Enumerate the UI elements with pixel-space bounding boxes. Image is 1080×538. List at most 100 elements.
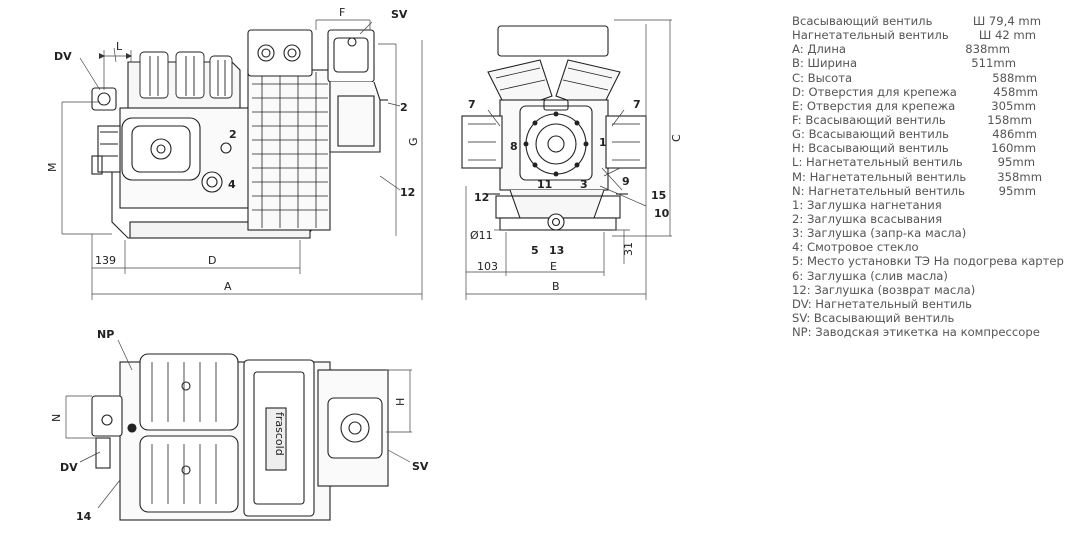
legend-value: 511mm xyxy=(971,56,1016,71)
legend-key: DV: Нагнетательный вентиль xyxy=(792,296,972,311)
legend-key: M: Нагнетательный вентиль xyxy=(792,169,967,184)
top-view-labels: NP N H DV SV 14 frascold xyxy=(50,328,429,523)
legend-row: A: Длина 838mm xyxy=(792,42,1078,56)
marker-15: 15 xyxy=(651,189,666,202)
legend-key: 6: Заглушка (слив масла) xyxy=(792,268,948,283)
legend-row: 5: Место установки ТЭ На подогрева карте… xyxy=(792,254,1078,268)
legend-row: 2: Заглушка всасывания xyxy=(792,212,1078,226)
legend-key: 1: Заглушка нагнетания xyxy=(792,197,942,212)
legend-key: D: Отверстия для крепежа xyxy=(792,84,957,99)
legend-row: 4: Смотровое стекло xyxy=(792,240,1078,254)
dim-m-label: M xyxy=(46,163,59,173)
legend-value: 486mm xyxy=(992,127,1037,142)
legend-row: M: Нагнетательный вентиль 358mm xyxy=(792,170,1078,184)
marker-4-side: 4 xyxy=(228,178,236,191)
legend-value: 588mm xyxy=(992,70,1037,85)
legend-key: C: Высота xyxy=(792,70,853,85)
dim-103-label: 103 xyxy=(477,260,498,273)
dim-e-label: E xyxy=(550,260,557,273)
brand-mark: frascold xyxy=(273,412,286,456)
legend-value: 305mm xyxy=(991,98,1036,113)
side-view-labels: DV L F SV M G 139 D A 2 2 4 12 xyxy=(46,6,420,293)
legend-key: NP: Заводская этикетка на компрессоре xyxy=(792,325,1040,340)
legend-value: 158mm xyxy=(987,112,1032,127)
legend-row: G: Всасывающий вентиль 486mm xyxy=(792,127,1078,141)
legend-key: Всасывающий вентиль xyxy=(792,14,933,28)
marker-13: 13 xyxy=(549,244,564,257)
dim-31-label: 31 xyxy=(622,242,635,256)
legend-value: 160mm xyxy=(991,141,1036,156)
legend-row: SV: Всасывающий вентиль xyxy=(792,311,1078,325)
dv-label-top: DV xyxy=(60,461,78,474)
legend-row: NP: Заводская этикетка на компрессоре xyxy=(792,325,1078,339)
dim-139-label: 139 xyxy=(95,254,116,267)
marker-10: 10 xyxy=(654,207,670,220)
legend-row: B: Ширина 511mm xyxy=(792,56,1078,70)
legend-value: Ш 42 mm xyxy=(978,28,1036,43)
marker-11: 11 xyxy=(537,178,552,191)
legend-key: L: Нагнетательный вентиль xyxy=(792,155,963,170)
dim-h-label: H xyxy=(394,398,407,406)
marker-9: 9 xyxy=(622,175,630,188)
compressor-technical-drawing: DV L F SV M G 139 D A 2 2 4 12 xyxy=(46,6,683,523)
dim-f-label: F xyxy=(339,6,345,19)
top-view xyxy=(91,353,389,521)
dim-b-label: B xyxy=(552,280,560,293)
dim-a-label: A xyxy=(224,280,232,293)
marker-7-right: 7 xyxy=(633,98,641,111)
legend-key: N: Нагнетательный вентиль xyxy=(792,183,965,198)
marker-12-side: 12 xyxy=(400,186,415,199)
legend-key: G: Всасывающий вентиль xyxy=(792,127,949,142)
marker-14: 14 xyxy=(76,510,92,523)
legend-key: 4: Смотровое стекло xyxy=(792,240,919,255)
sv-label-top: SV xyxy=(412,460,429,473)
dim-g-label: G xyxy=(407,137,420,146)
legend-value: 358mm xyxy=(997,169,1042,184)
legend-value: 838mm xyxy=(965,42,1010,57)
legend-row: 6: Заглушка (слив масла) xyxy=(792,269,1078,283)
dim-c-label: C xyxy=(670,134,683,142)
legend-row: F: Всасывающий вентиль 158mm xyxy=(792,113,1078,127)
marker-2-side: 2 xyxy=(229,128,237,141)
legend-row: Всасывающий вентиль Ш 79,4 mm xyxy=(792,14,1078,28)
legend-row: 3: Заглушка (запр-ка масла) xyxy=(792,226,1078,240)
legend-value: 458mm xyxy=(993,84,1038,99)
legend-key: SV: Всасывающий вентиль xyxy=(792,310,955,325)
dim-d-label: D xyxy=(208,254,216,267)
legend-row: DV: Нагнетательный вентиль xyxy=(792,297,1078,311)
end-view xyxy=(461,25,647,231)
legend-key: 12: Заглушка (возврат масла) xyxy=(792,282,976,297)
legend-key: F: Всасывающий вентиль xyxy=(792,112,946,127)
marker-7-left: 7 xyxy=(468,98,476,111)
legend-value: Ш 79,4 mm xyxy=(972,14,1041,28)
marker-12-end: 12 xyxy=(474,191,489,204)
legend-key: E: Отверстия для крепежа xyxy=(792,98,956,113)
legend-row: Нагнетательный вентиль Ш 42 mm xyxy=(792,28,1078,42)
legend-key: A: Длина xyxy=(792,42,847,57)
legend-key: 3: Заглушка (запр-ка масла) xyxy=(792,226,967,241)
legend-value: 95mm xyxy=(998,183,1036,198)
legend-row: C: Высота 588mm xyxy=(792,71,1078,85)
legend-row: N: Нагнетательный вентиль 95mm xyxy=(792,184,1078,198)
legend-row: 1: Заглушка нагнетания xyxy=(792,198,1078,212)
dim-n-label: N xyxy=(50,414,63,422)
side-view xyxy=(91,29,388,239)
marker-3: 3 xyxy=(580,178,588,191)
marker-5: 5 xyxy=(531,244,539,257)
dim-l-label: L xyxy=(116,40,123,53)
marker-1: 1 xyxy=(599,136,607,149)
legend-row: 12: Заглушка (возврат масла) xyxy=(792,283,1078,297)
marker-8: 8 xyxy=(510,140,518,153)
legend-row: D: Отверстия для крепежа 458mm xyxy=(792,85,1078,99)
dim-d11-label: Ø11 xyxy=(470,229,493,242)
legend-key: B: Ширина xyxy=(792,56,858,71)
legend-key: Нагнетательный вентиль xyxy=(792,28,949,43)
np-label: NP xyxy=(97,328,114,341)
end-view-labels: 7 7 8 1 11 3 9 15 12 10 Ø11 5 13 31 C 10… xyxy=(468,98,683,293)
marker-2-right: 2 xyxy=(400,101,408,114)
sv-label-side: SV xyxy=(391,8,408,21)
legend-key: 2: Заглушка всасывания xyxy=(792,211,943,226)
